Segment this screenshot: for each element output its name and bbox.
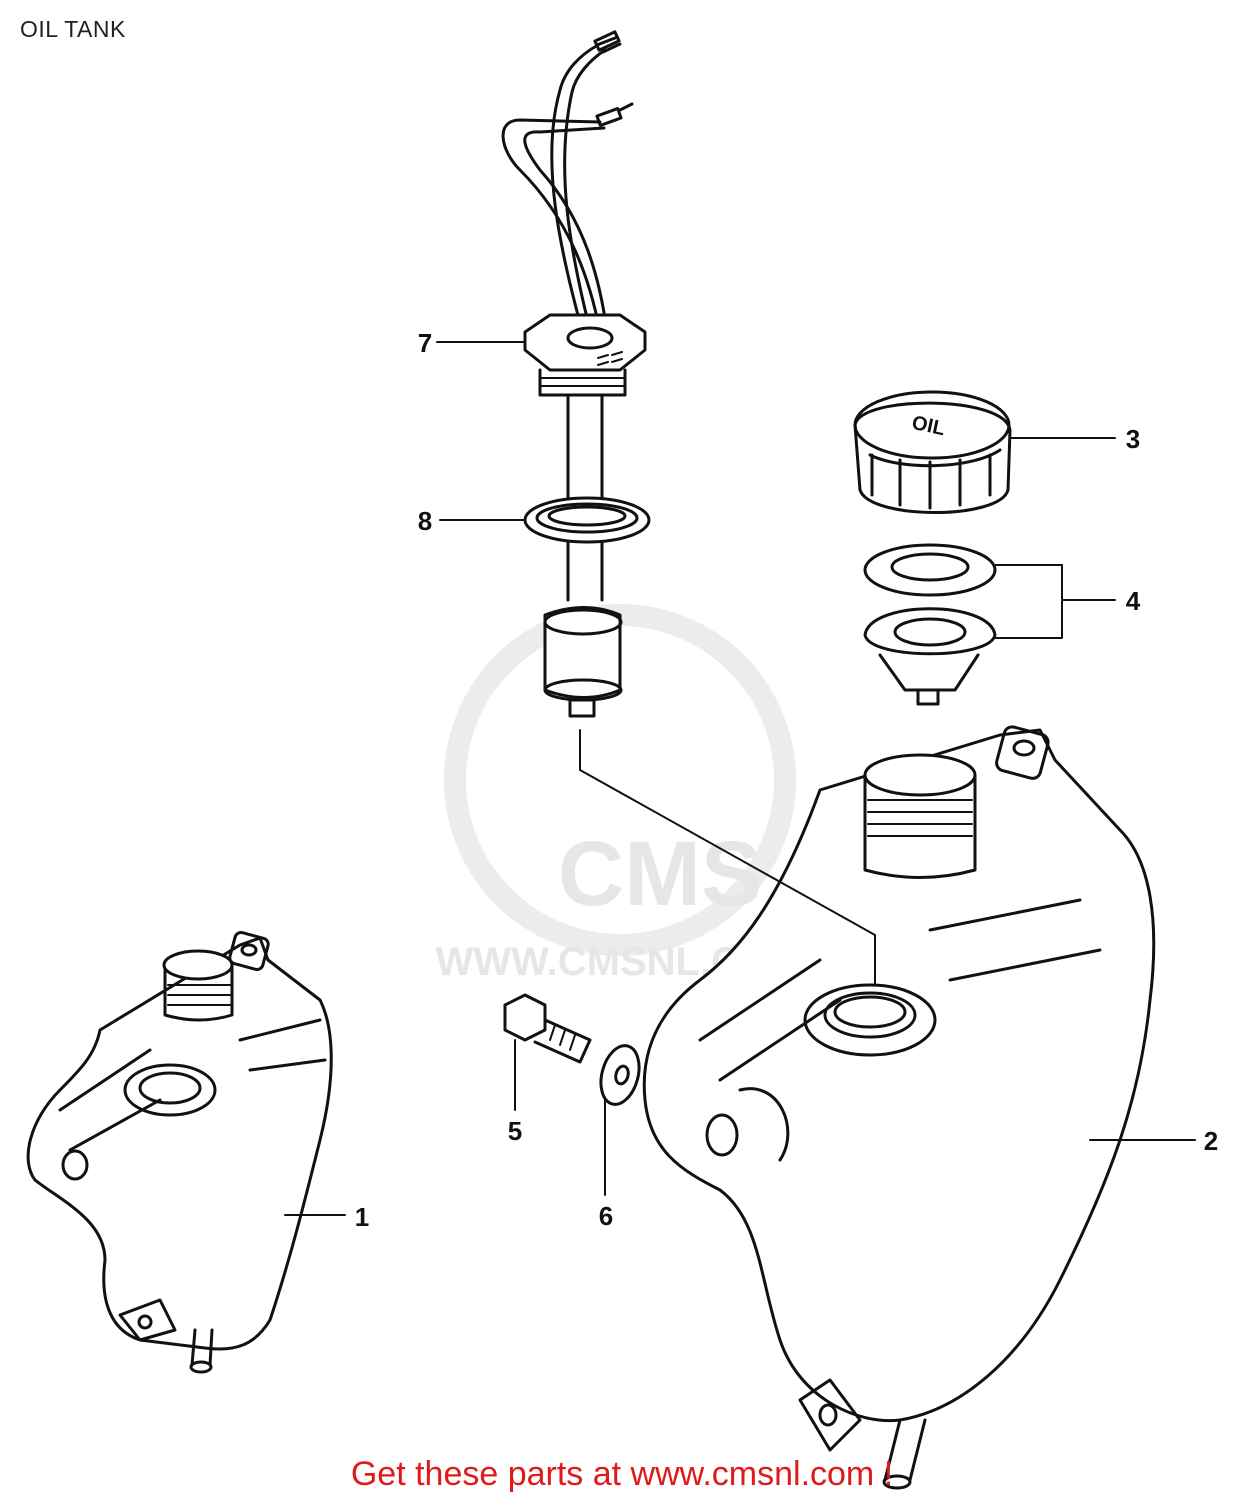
bolt: [503, 993, 592, 1064]
washer: [599, 1044, 641, 1106]
footer-link[interactable]: Get these parts at www.cmsnl.com !: [350, 1455, 894, 1493]
callout-5: 5: [508, 1116, 522, 1146]
callout-6: 6: [599, 1201, 613, 1231]
callout-1: 1: [355, 1202, 369, 1232]
leader-lines: [284, 341, 1196, 1216]
oil-tank-small: [26, 930, 333, 1374]
o-ring: [523, 496, 651, 544]
callout-2: 2: [1204, 1126, 1218, 1156]
callout-7: 7: [418, 328, 432, 358]
oil-tank-cap: [853, 390, 1012, 514]
oil-tank-large: [642, 725, 1156, 1490]
callout-8: 8: [418, 506, 432, 536]
watermark-brand: CMS: [558, 823, 762, 925]
page-title: OIL TANK: [20, 16, 126, 42]
cap-seal-set: [863, 543, 997, 706]
oil-level-sender: [501, 30, 647, 718]
callout-3: 3: [1126, 424, 1140, 454]
callout-4: 4: [1126, 586, 1141, 616]
